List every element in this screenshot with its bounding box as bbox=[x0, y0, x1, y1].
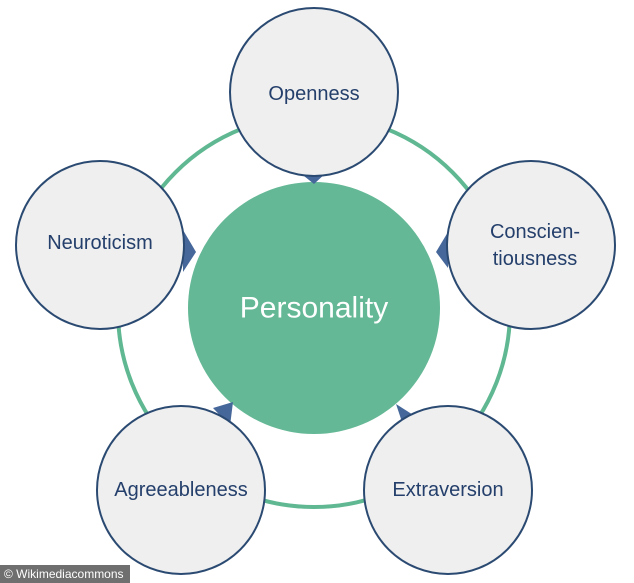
trait-label-agreeableness: Agreeableness bbox=[114, 479, 247, 501]
trait-label-openness: Openness bbox=[268, 83, 359, 105]
pointer-neuroticism bbox=[183, 230, 196, 272]
trait-label-conscientiousness-line1: Conscien- bbox=[490, 221, 580, 243]
image-credit: © Wikimediacommons bbox=[0, 565, 130, 583]
trait-agreeableness: Agreeableness bbox=[96, 405, 266, 575]
trait-openness: Openness bbox=[229, 7, 399, 177]
trait-circle-conscientiousness bbox=[446, 160, 616, 330]
center-label: Personality bbox=[240, 292, 388, 325]
trait-circle-neuroticism bbox=[15, 160, 185, 330]
trait-label-extraversion: Extraversion bbox=[392, 479, 503, 501]
trait-extraversion: Extraversion bbox=[363, 405, 533, 575]
trait-conscientiousness: Conscien- tiousness bbox=[446, 160, 616, 330]
trait-label-conscientiousness-line2: tiousness bbox=[493, 248, 578, 270]
trait-neuroticism: Neuroticism bbox=[15, 160, 185, 330]
trait-label-neuroticism: Neuroticism bbox=[47, 232, 153, 254]
trait-circle-agreeableness bbox=[96, 405, 266, 575]
trait-circle-openness bbox=[229, 7, 399, 177]
trait-circle-extraversion bbox=[363, 405, 533, 575]
pointer-conscientiousness bbox=[436, 232, 448, 268]
center-circle bbox=[188, 182, 440, 434]
